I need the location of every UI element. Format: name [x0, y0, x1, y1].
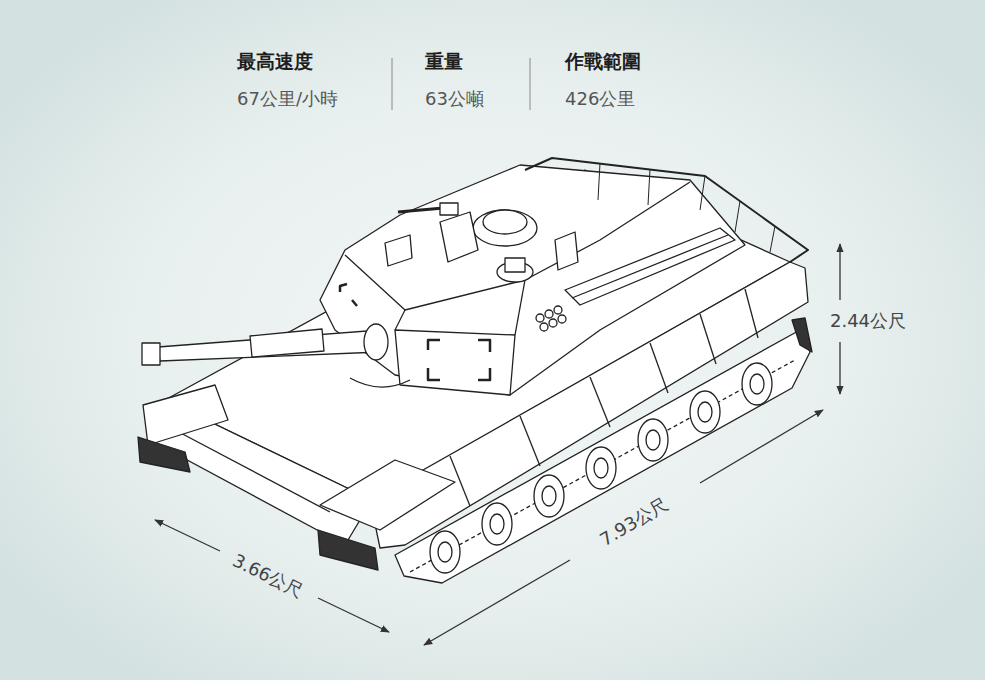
tank-drawing	[395, 330, 515, 395]
road-wheel	[750, 374, 764, 394]
tank-drawing	[770, 226, 775, 252]
stat-value: 63公噸	[425, 88, 484, 110]
tank-drawing	[138, 437, 190, 472]
tank-drawing	[428, 368, 440, 380]
stat-value: 426公里	[565, 88, 635, 110]
tank-drawing	[440, 203, 458, 215]
tank-drawing	[483, 210, 527, 234]
stat-heading: 作戰範圍	[565, 50, 641, 73]
tank-drawing	[318, 530, 378, 570]
header-divider	[530, 58, 531, 110]
tank-drawing	[648, 169, 650, 205]
tank-drawing	[340, 284, 347, 292]
road-wheel	[542, 486, 556, 506]
tank-drawing	[473, 210, 537, 246]
dimension-label: 3.66公尺	[229, 550, 307, 603]
road-wheel	[534, 475, 564, 517]
road-wheel	[490, 514, 504, 534]
road-wheel	[638, 419, 668, 461]
tank-drawing	[142, 343, 160, 365]
tank-drawing	[700, 176, 705, 210]
tank-drawing	[143, 385, 228, 445]
dimension-label: 2.44公尺	[830, 310, 906, 332]
tank-drawing	[792, 318, 812, 352]
road-wheel	[438, 542, 452, 562]
tank-drawing	[505, 258, 525, 272]
dimension-arrow	[155, 520, 220, 551]
road-wheel	[430, 531, 460, 573]
smoke-launcher	[558, 315, 566, 323]
dimension-arrow	[318, 598, 389, 632]
tank-drawing	[395, 310, 405, 330]
tank-drawing	[345, 182, 690, 310]
tank-drawing	[158, 330, 380, 361]
road-wheel	[594, 458, 608, 478]
tank-drawing	[565, 228, 735, 305]
tank-drawing	[440, 212, 478, 262]
tank-drawing	[700, 314, 716, 364]
tank-drawing	[515, 280, 525, 335]
tank-drawing	[555, 232, 578, 270]
tank-drawing	[650, 343, 668, 393]
tank-drawing	[520, 416, 540, 466]
tank-drawing	[590, 377, 610, 427]
tank-drawing	[598, 163, 775, 252]
smoke-launcher	[549, 319, 557, 327]
road-wheel	[690, 391, 720, 433]
tank-drawing	[572, 235, 728, 298]
stat-value: 67公里/小時	[237, 88, 338, 110]
smoke-launcher	[545, 310, 553, 318]
road-wheel	[586, 447, 616, 489]
stat-heading: 最高速度	[237, 50, 313, 73]
smoke-launcher	[536, 306, 566, 331]
tank-drawing	[598, 163, 600, 200]
tank-drawing	[745, 289, 758, 338]
road-wheel	[646, 430, 660, 450]
tank-drawing	[175, 430, 330, 512]
tank-drawing	[478, 340, 490, 352]
tank-drawing	[428, 340, 440, 350]
tank-drawing	[138, 158, 812, 583]
road-wheel	[698, 402, 712, 422]
smoke-launcher	[554, 306, 562, 314]
stat-heading: 重量	[425, 50, 463, 73]
tank-drawing	[478, 368, 490, 380]
tank-drawing	[320, 460, 455, 530]
dimension-arrow	[839, 342, 840, 394]
tank-drawing	[352, 300, 357, 306]
tank-drawing	[385, 235, 412, 266]
tank-drawing	[364, 324, 388, 360]
header-divider	[392, 58, 393, 110]
dimension-arrow	[839, 244, 840, 300]
dimension-label: 7.93公尺	[596, 493, 672, 551]
tank-drawing	[735, 201, 740, 232]
smoke-launcher	[540, 323, 548, 331]
smoke-launcher	[536, 314, 544, 322]
road-wheel	[482, 503, 512, 545]
tank-drawing	[320, 165, 745, 395]
tank-drawing	[350, 378, 410, 387]
tank-drawing	[250, 329, 324, 357]
road-wheel	[742, 363, 772, 405]
